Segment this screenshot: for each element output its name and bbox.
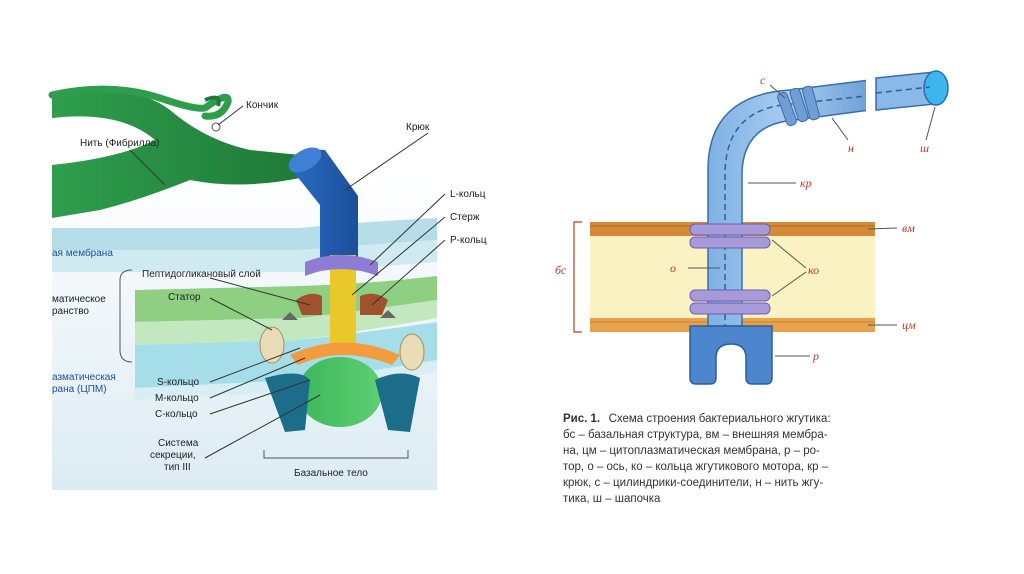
leader-s-ring	[209, 347, 301, 383]
caption-line-3: на, цм – цитоплазматическая мембрана, р …	[563, 445, 820, 457]
caption-line-1: Схема строения бактериального жгутика:	[609, 413, 831, 425]
label-secretion-2: секреции,	[150, 450, 196, 461]
label-cpm-2: рана (ЦПМ)	[52, 384, 107, 395]
leader-peptidoglycan	[209, 277, 311, 306]
label-periplasm-1: матическое	[52, 294, 106, 305]
label-kr: кр	[800, 176, 812, 190]
leader-c-ring	[209, 379, 311, 415]
tube-break	[866, 62, 876, 120]
label-sh: ш	[920, 141, 929, 155]
label-vm: вм	[902, 221, 915, 235]
leader-filament	[129, 149, 166, 186]
leader-stator	[209, 297, 273, 331]
secretion-system-right	[375, 373, 420, 432]
label-outer-membrane: ая мембрана	[52, 247, 113, 259]
stator-anchor-left	[282, 312, 298, 320]
label-filament: Нить (Фибрилла)	[80, 137, 159, 149]
label-peptidoglycan: Пептидогликановый слой	[142, 269, 261, 280]
label-s-ring: S-кольцо	[157, 377, 199, 388]
leader-rod	[351, 216, 446, 296]
filament-tip-curl	[204, 95, 221, 107]
label-o: о	[670, 261, 676, 275]
figure-caption: Рис. 1. Схема строения бактериального жг…	[563, 409, 831, 505]
motor-ring-3	[689, 289, 771, 302]
cap-shapochka	[923, 70, 949, 106]
leader-secretion	[204, 394, 321, 459]
label-c: с	[760, 73, 766, 87]
basal-structure-bracket	[573, 221, 582, 333]
label-bs: бс	[555, 263, 567, 277]
periplasm-bracket	[119, 269, 133, 363]
caption-line-4: тор, о – ось, ко – кольца жгутикового мо…	[563, 461, 829, 473]
label-p-ring: P-кольц	[450, 235, 487, 246]
right-flagellum-scheme: с н ш кр вм бс о ко цм р Рис. 1. Схема с…	[555, 62, 949, 505]
caption-line-5: крюк, с – цилиндрики-соединители, н – ни…	[563, 477, 823, 489]
label-rod: Стерж	[450, 212, 480, 223]
label-c-ring: C-кольцо	[155, 409, 198, 420]
filament	[52, 90, 300, 218]
label-r: р	[812, 349, 819, 363]
motor-ring-4	[689, 302, 771, 315]
label-periplasm-2: ранство	[52, 306, 89, 317]
motor-ring-2	[689, 236, 771, 249]
label-ko: ко	[808, 263, 819, 277]
label-cpm-1: азматическая	[52, 372, 116, 383]
connector-cylinders	[777, 85, 820, 127]
label-m-ring: M-кольцо	[155, 393, 199, 404]
p-ring-right	[360, 293, 388, 315]
leader-p-ring	[371, 239, 446, 306]
cytoplasmic-membrane-inner	[135, 360, 437, 400]
stator-left	[259, 326, 285, 364]
stator-anchor-right	[380, 310, 396, 318]
label-l-ring: L-кольц	[450, 189, 486, 200]
rod	[330, 255, 356, 350]
c-ring	[298, 357, 382, 427]
label-secretion-3: тип III	[164, 462, 191, 473]
label-stator: Статор	[168, 292, 201, 303]
leader-l-ring	[369, 193, 446, 266]
label-secretion-1: Система	[158, 438, 199, 449]
caption-prefix: Рис. 1.	[563, 413, 600, 425]
label-hook: Крюк	[406, 122, 430, 133]
label-n: н	[848, 141, 854, 155]
leader-m-ring	[209, 357, 306, 399]
stator-right	[399, 333, 425, 371]
svg-text:Рис. 1. Схема строения: Рис. 1. Схема строения бактериального жг…	[563, 409, 831, 426]
rotor	[689, 325, 773, 385]
hook-end	[288, 147, 322, 173]
leader-tip	[217, 105, 244, 126]
axis-dashed-line	[724, 95, 867, 330]
left-flagellum-diagram: Кончик Нить (Фибрилла) Крюк L-кольц Стер…	[48, 85, 487, 490]
l-ring	[305, 255, 378, 276]
caption-line-6: тика, ш – шапочка	[563, 493, 661, 505]
ms-ring	[290, 342, 400, 365]
leader-hook	[344, 132, 429, 191]
secretion-system-left	[265, 373, 310, 432]
caption-line-2: бс – базальная структура, вм – внешняя м…	[563, 429, 828, 441]
filament-tail	[48, 85, 232, 120]
label-cm: цм	[902, 318, 916, 332]
label-tip: Кончик	[246, 100, 279, 111]
label-basal-body: Базальное тело	[294, 468, 368, 479]
motor-ring-1	[689, 223, 771, 236]
hook	[288, 149, 358, 260]
basal-body-bracket	[263, 450, 409, 459]
